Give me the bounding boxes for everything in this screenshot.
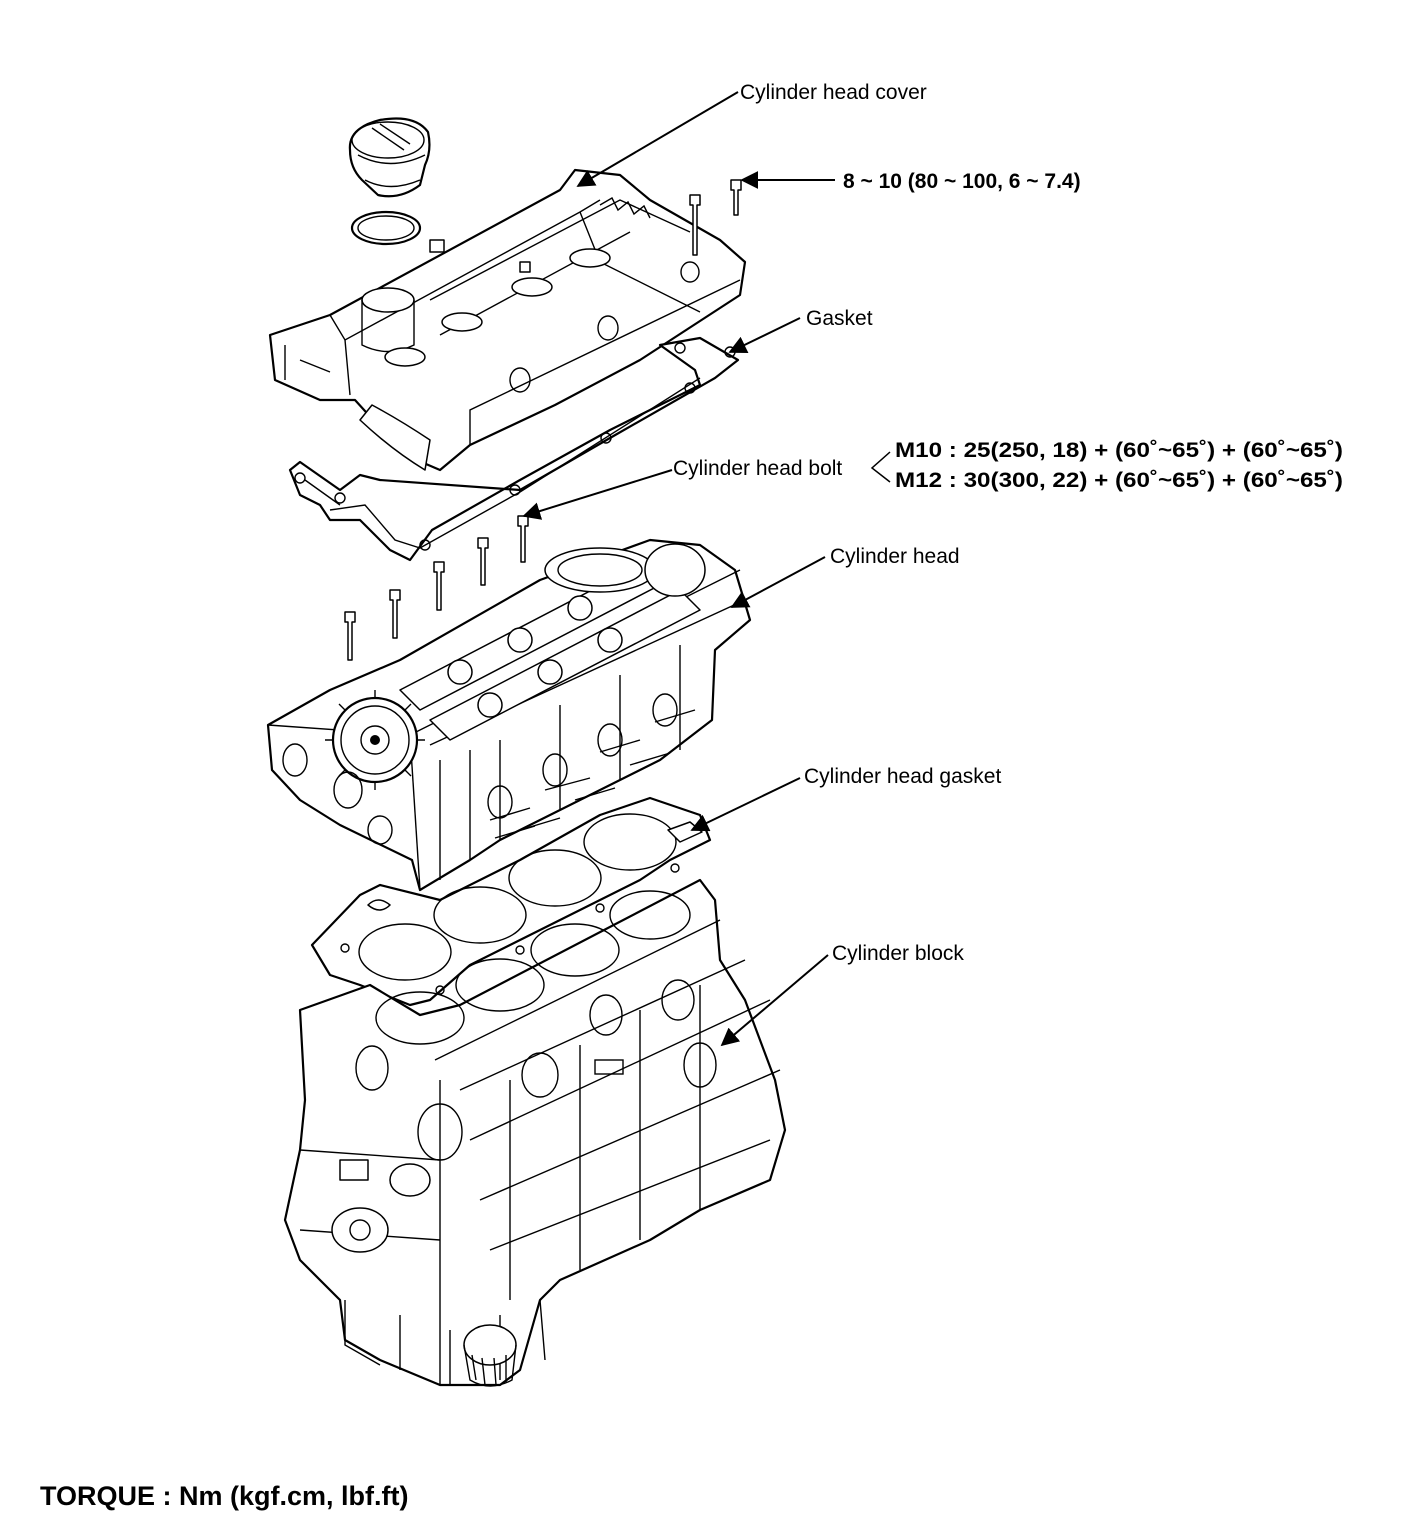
oil-filler-cap [348, 117, 431, 198]
cylinder-block [283, 878, 787, 1387]
label-m12-torque: M12 : 30(300, 22) + (60˚~65˚) + (60˚~65˚… [895, 469, 1343, 492]
cylinder-head-cover [268, 168, 747, 472]
label-gasket: Gasket [806, 307, 873, 330]
label-cylinder-head-bolt: Cylinder head bolt [673, 457, 842, 480]
cylinder-head [266, 538, 752, 892]
label-cover-bolt-torque: 8 ~ 10 (80 ~ 100, 6 ~ 7.4) [843, 170, 1081, 193]
leader-lines [522, 91, 891, 1047]
label-cylinder-head-gasket: Cylinder head gasket [804, 765, 1001, 788]
cover-gasket [288, 336, 740, 562]
label-cylinder-block: Cylinder block [832, 942, 964, 965]
label-cylinder-head: Cylinder head [830, 545, 960, 568]
label-cylinder-head-cover: Cylinder head cover [740, 81, 927, 104]
cylinder-head-bolts [344, 515, 529, 661]
cylinder-head-gasket [310, 796, 712, 1007]
label-m10-torque: M10 : 25(250, 18) + (60˚~65˚) + (60˚~65˚… [895, 439, 1343, 462]
torque-units-note: TORQUE : Nm (kgf.cm, lbf.ft) [40, 1481, 409, 1511]
o-ring [350, 210, 422, 246]
